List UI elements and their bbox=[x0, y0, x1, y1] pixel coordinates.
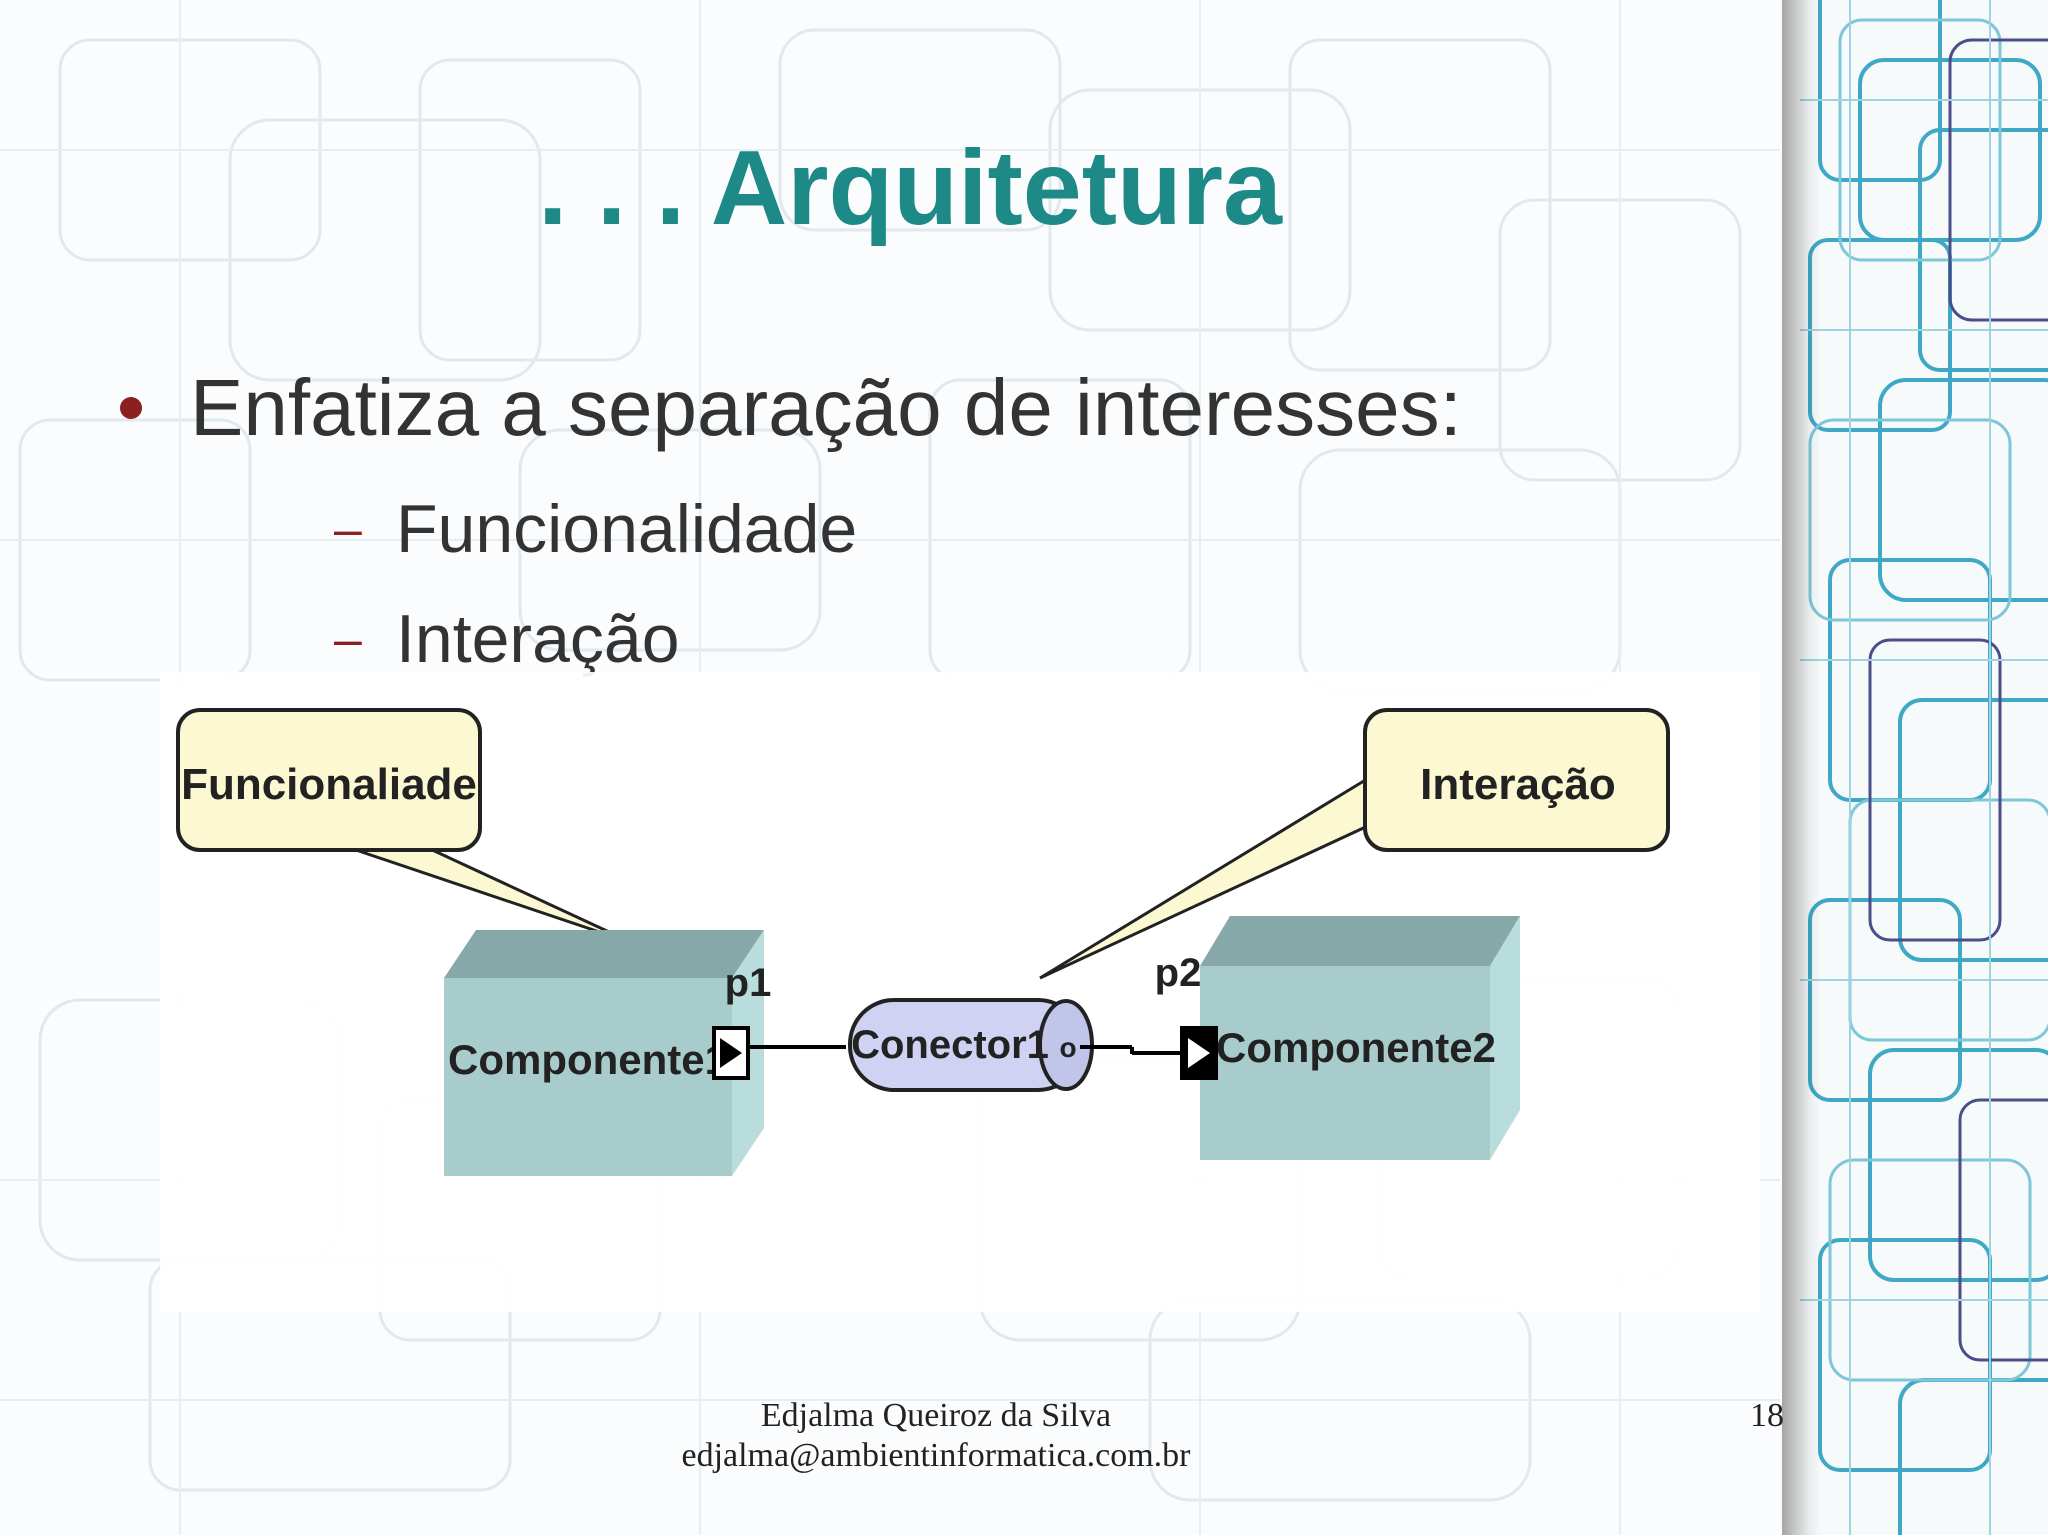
sub-item-interacao: – Interação bbox=[334, 594, 680, 684]
component2-label: Componente2 bbox=[1216, 1024, 1496, 1071]
bullet-dot-icon bbox=[120, 397, 142, 419]
footer-email: edjalma@ambientinformatica.com.br bbox=[681, 1437, 1191, 1474]
architecture-diagram: Funcionaliade Interação Componente1 p1 C… bbox=[160, 672, 1760, 1312]
connector-cylinder: Conector1 o bbox=[848, 998, 1094, 1092]
port-p1: p1 bbox=[712, 961, 772, 1080]
footer-author: Edjalma Queiroz da Silva bbox=[760, 1397, 1112, 1434]
callout-interacao: Interação bbox=[1363, 708, 1670, 852]
slide-title: . . . Arquitetura bbox=[537, 129, 1283, 247]
bullet-text: Enfatiza a separação de interesses: bbox=[190, 363, 1462, 452]
page-number: 18 bbox=[1750, 1397, 1784, 1434]
dash-icon: – bbox=[334, 611, 362, 667]
callout-funcionalidade: Funcionaliade bbox=[176, 708, 482, 852]
port1-label: p1 bbox=[725, 961, 772, 1005]
sub-item-label: Interação bbox=[396, 601, 680, 677]
right-edge-shadow bbox=[1782, 0, 1822, 1535]
bullet-item: Enfatiza a separação de interesses: bbox=[120, 358, 1462, 458]
connector-port-label: o bbox=[1059, 1032, 1076, 1063]
port2-label: p2 bbox=[1155, 951, 1202, 995]
component2-box: Componente2 bbox=[1200, 916, 1520, 1160]
connector-label: Conector1 bbox=[851, 1023, 1049, 1067]
component1-box: Componente1 bbox=[444, 930, 764, 1176]
port-p2: p2 bbox=[1155, 951, 1218, 1080]
sub-item-label: Funcionalidade bbox=[396, 491, 858, 567]
dash-icon: – bbox=[334, 501, 362, 557]
component1-label: Componente1 bbox=[448, 1036, 728, 1083]
callout-left-label: Funcionaliade bbox=[181, 760, 477, 809]
sub-item-funcionalidade: – Funcionalidade bbox=[334, 484, 857, 574]
callout-right-label: Interação bbox=[1420, 760, 1616, 809]
